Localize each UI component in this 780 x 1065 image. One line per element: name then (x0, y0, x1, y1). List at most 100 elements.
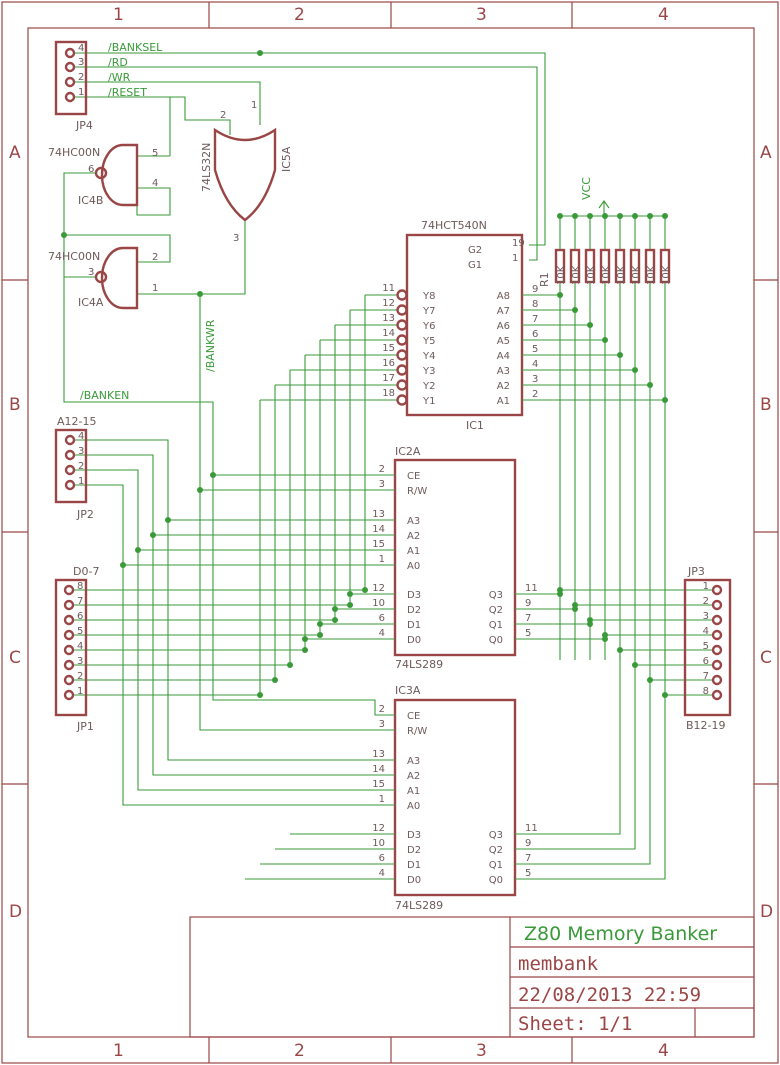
pin-number: 7 (525, 853, 531, 864)
junction-dot (602, 337, 608, 343)
wire-segment (74, 439, 377, 761)
connector-pin (711, 659, 723, 671)
pin-number: 4 (703, 626, 709, 637)
junction-dot (632, 367, 638, 373)
inverting-bubble (396, 304, 408, 316)
junction-dot (197, 487, 203, 493)
pin-number: 2 (78, 72, 84, 83)
resistor-body (659, 248, 671, 284)
pin-number: 5 (525, 628, 531, 639)
junction-dot (617, 647, 623, 653)
jp4-net-labels: /BANKSEL /RD /WR /RESET (108, 41, 163, 99)
row-label: C (760, 648, 772, 668)
pin-number: 6 (379, 613, 385, 624)
wire-segment (533, 650, 636, 850)
pin-number: 15 (372, 539, 385, 550)
ic-value: 74LS289 (395, 899, 443, 912)
pin-number: 10 (372, 598, 385, 609)
resistor-value: 10K (631, 265, 642, 285)
gate-pin-label: G2 (468, 245, 482, 256)
pin-number: 7 (703, 671, 709, 682)
junction-dot (165, 517, 171, 523)
pin-label: Y6 (422, 321, 435, 332)
wire-segment (74, 469, 377, 791)
net-wr: /WR (108, 71, 131, 84)
junction-dot (317, 621, 323, 627)
jp4-connector: 4 3 2 1 JP4 (54, 40, 93, 132)
pin-number: 13 (382, 313, 395, 324)
pin-label: R/W (407, 726, 427, 737)
pin-number: 2 (532, 389, 538, 400)
pin-number: 3 (77, 656, 83, 667)
junction-dot (662, 213, 668, 219)
col-label: 4 (658, 5, 669, 25)
wire-segment (74, 66, 538, 261)
col-label: 3 (476, 1041, 487, 1061)
pin-number: 3 (379, 479, 385, 490)
ic-name: IC2A (395, 445, 421, 458)
wire-segment (533, 650, 621, 835)
junction-dot (135, 547, 141, 553)
pin-label: D2 (407, 845, 421, 856)
wire-segment (74, 484, 377, 806)
connector-pin (711, 644, 723, 656)
wire-segment (200, 220, 246, 295)
jp3-label: B12-19 (686, 719, 726, 732)
junction-dot (120, 562, 126, 568)
pin-number: 4 (78, 431, 84, 442)
junction-dot (647, 213, 653, 219)
zone-labels: 1 2 3 4 1 2 3 4 A B C D A B C D (9, 5, 773, 1061)
pin-number: 2 (379, 464, 385, 475)
pin-number: 6 (532, 329, 538, 340)
row-label: A (760, 143, 772, 163)
jp4-name: JP4 (75, 119, 93, 132)
pin-number: 1 (379, 794, 385, 805)
row-label: B (760, 395, 772, 415)
junction-dot (587, 617, 593, 623)
pin-number: 10 (372, 838, 385, 849)
connector-pin (711, 614, 723, 626)
pin-number: 16 (382, 358, 395, 369)
junction-dot (210, 472, 216, 478)
pin-number: 7 (77, 596, 83, 607)
pin-number: 3 (233, 233, 239, 244)
junction-dot (632, 213, 638, 219)
wire-segment (136, 187, 171, 216)
junction-dot (257, 692, 263, 698)
resistor-body (614, 248, 626, 284)
pin-label: D0 (407, 635, 421, 646)
pin-label: A3 (497, 366, 510, 377)
pin-number: 5 (703, 641, 709, 652)
junction-dot (587, 213, 593, 219)
wire-segment (74, 96, 231, 135)
pin-label: A2 (497, 381, 510, 392)
gate-value: 74LS32N (200, 143, 213, 192)
col-label: 2 (294, 5, 305, 25)
junction-dot (332, 606, 338, 612)
junction-dot (302, 647, 308, 653)
pin-number: 14 (372, 764, 385, 775)
nand-gate-ic4a: 3 2 1 74HC00N IC4A (48, 246, 158, 310)
ic1-buffer: 74HCT540N IC1 G2 G1 19 1 Y811Y712Y613Y51… (382, 219, 540, 432)
inverting-bubble (396, 319, 408, 331)
resistor-body (629, 248, 641, 284)
wire-segment (74, 454, 377, 776)
junction-dot (572, 307, 578, 313)
resistor-body (584, 248, 596, 284)
pin-number: 2 (703, 596, 709, 607)
pin-number: 18 (382, 388, 395, 399)
junction-dot (362, 587, 368, 593)
col-label: 3 (476, 5, 487, 25)
pin-label: A2 (407, 771, 420, 782)
drawing-name: membank (518, 953, 599, 975)
junction-dot (317, 632, 323, 638)
pin-number: 9 (525, 598, 531, 609)
pin-number: 13 (372, 509, 385, 520)
pin-number: 14 (372, 524, 385, 535)
inverting-bubble (396, 364, 408, 376)
connector-pin (711, 689, 723, 701)
pin-number: 13 (372, 749, 385, 760)
drawing-sheet: Sheet: 1/1 (518, 1013, 632, 1035)
junction-dot (302, 636, 308, 642)
